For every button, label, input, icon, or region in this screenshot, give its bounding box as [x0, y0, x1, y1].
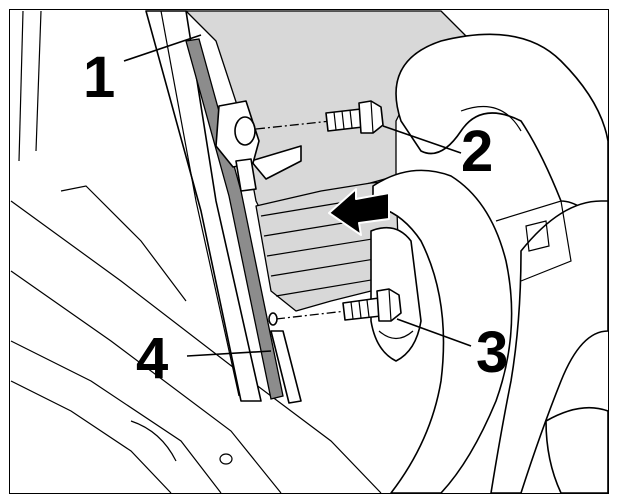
callout-2: 2 — [461, 119, 493, 184]
leader-lines — [123, 34, 472, 357]
callout-3: 3 — [476, 320, 508, 385]
callout-4: 4 — [136, 326, 168, 391]
exploded-view-illustration: 1 2 3 4 — [10, 10, 608, 493]
bolt-2 — [255, 100, 384, 134]
part-4-gasket-strip — [185, 38, 302, 404]
direction-arrow-icon — [328, 188, 390, 236]
leader-2 — [382, 125, 462, 154]
leader-4 — [186, 350, 272, 357]
callout-1: 1 — [83, 45, 115, 110]
diagram-frame: 1 2 3 4 — [9, 9, 609, 494]
upper-bushing — [215, 100, 260, 192]
callout-labels: 1 2 3 4 — [83, 45, 508, 391]
hoses — [372, 33, 608, 493]
leader-3 — [396, 318, 472, 347]
bolt-3 — [268, 288, 402, 326]
leader-1 — [123, 34, 202, 62]
